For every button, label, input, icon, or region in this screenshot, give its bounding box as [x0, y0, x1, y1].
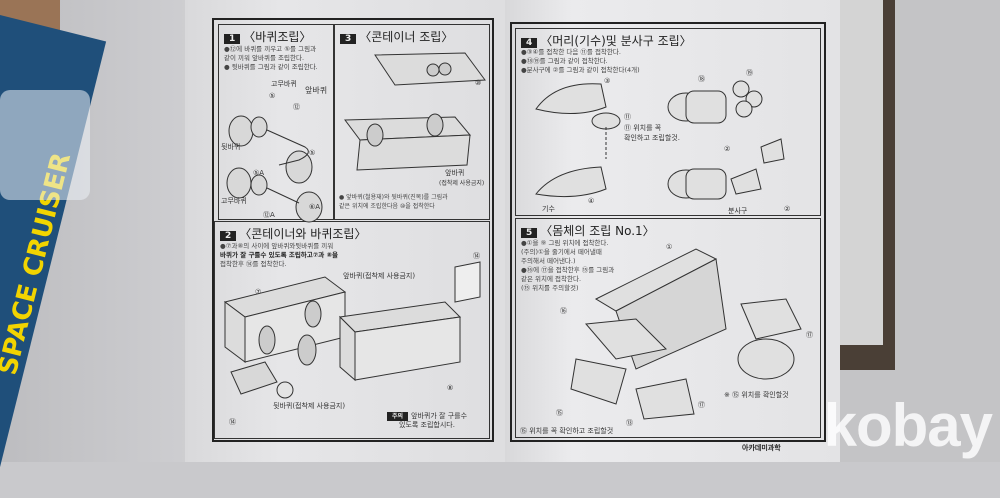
publisher-name: 아카데미과학 [742, 444, 781, 452]
step4-panel: 4〈머리(기수)및 분사구 조립〉 ●③④를 접착한 다음 ⑪를 접착한다.●⑱… [515, 28, 821, 216]
left-page-frame [212, 18, 494, 442]
right-page-frame [510, 22, 826, 442]
wheel-assembly-diagram [226, 115, 323, 223]
body-assembly-diagram [570, 248, 802, 420]
step4-heading: 4〈머리(기수)및 분사구 조립〉 [521, 32, 692, 49]
box-inner [835, 0, 883, 345]
plastic-bag [0, 90, 90, 200]
step2-heading: 2〈콘테이너와 바퀴조립〉 [220, 225, 366, 242]
nose-and-thruster-diagram [535, 80, 785, 200]
kobay-watermark: kobay [823, 392, 993, 459]
step5-panel: 5〈몸체의 조립 No.1〉 ●①을 ⑨ 그림 위치에 접착한다.(주의)①을 … [515, 218, 821, 438]
step1-heading: 1〈바퀴조립〉 [224, 28, 311, 45]
step5-heading: 5〈몸체의 조립 No.1〉 [521, 222, 655, 239]
step3-panel: 3〈콘테이너 조립〉 ⑩ 앞바퀴 (접착제 사용금지) ● 앞바퀴(철용재)와 … [334, 24, 490, 220]
step3-heading: 3〈콘테이너 조립〉 [340, 28, 453, 45]
container-wheel-diagram [223, 261, 481, 399]
container-assembly-diagram [344, 52, 486, 171]
